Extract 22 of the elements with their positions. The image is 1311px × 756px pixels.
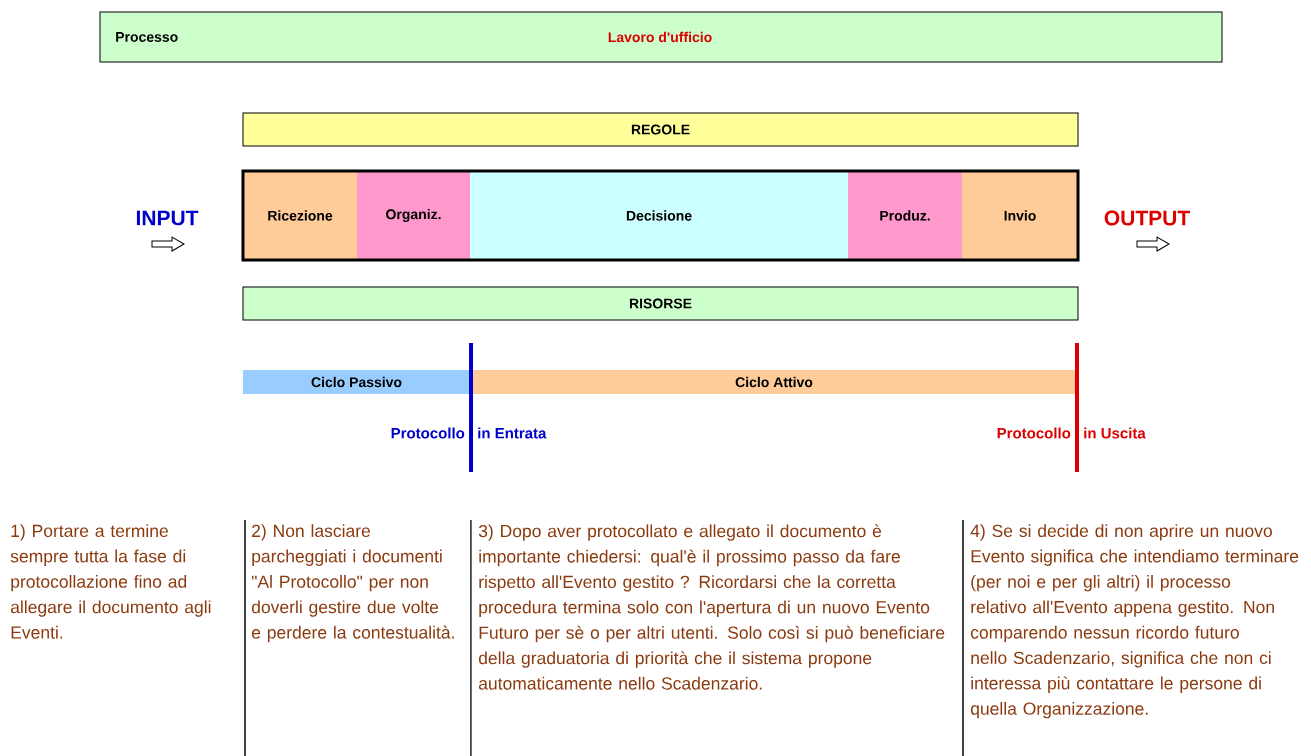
side-label: OUTPUT bbox=[1104, 210, 1190, 226]
title-text: Lavoro d'ufficio bbox=[608, 31, 712, 43]
band: REGOLE bbox=[242, 112, 1079, 147]
marker-label: in Entrata bbox=[478, 427, 547, 439]
phase-box: Organiz. bbox=[357, 171, 470, 260]
note-text: 1) Portare a termine sempre tutta la fase di protocollazione fino ad allegare il documento agli Eventi. bbox=[10, 524, 211, 639]
note-text: 4) Se si decide di non aprire un nuovo Evento significa che intendiamo terminare (per noi e per gli altri) il processo relativo all'Evento appena gestito. Non comparendo nessun ricordo futuro nello Scadenzario, significa che non ci interessa più contattare le persone di quella Organizzazione. bbox=[970, 524, 1299, 719]
phase-box: Produz. bbox=[848, 171, 962, 260]
note-text: 2) Non lasciare parcheggiati i documenti "Al Protocollo" per non doverli gestire due volte e perdere la contestualità. bbox=[251, 524, 454, 643]
phase-box: Ricezione bbox=[243, 171, 357, 260]
heading-text: Processo bbox=[116, 32, 178, 42]
side-label: INPUT bbox=[136, 210, 199, 226]
phase-box: Invio bbox=[962, 171, 1078, 260]
process-frame bbox=[241, 169, 1080, 262]
marker-label: Protocollo bbox=[997, 427, 1071, 439]
band: RISORSE bbox=[242, 286, 1079, 321]
marker-label: Protocollo bbox=[391, 427, 465, 439]
marker-label: in Uscita bbox=[1084, 427, 1146, 439]
cycle-bar: Ciclo Passivo bbox=[243, 370, 470, 394]
note-text: 3) Dopo aver protocollato e allegato il documento è importante chiedersi: qual'è il prossimo passo da fare rispetto all'Evento gestito ? Ricordarsi che la corretta procedura termina solo con l'apertura di un nuovo Evento Futuro per sè o per altri utenti. Solo così si può beneficiare della graduatoria di priorità che il sistema propone automaticamente nello Scadenzario. bbox=[478, 524, 945, 690]
phase-box: Decisione bbox=[470, 171, 848, 260]
cycle-bar: Ciclo Attivo bbox=[470, 370, 1078, 394]
